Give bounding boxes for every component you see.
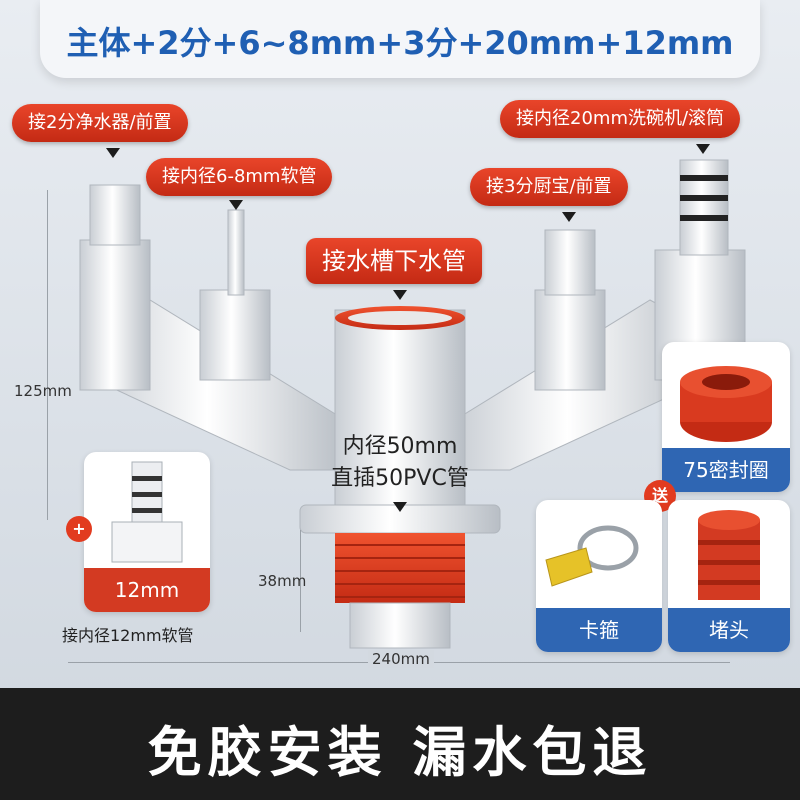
arrow-down-icon xyxy=(696,144,710,154)
accessory-12mm-card: 12mm xyxy=(84,452,210,612)
seal-ring-illustration xyxy=(680,366,772,442)
plug-illustration xyxy=(698,510,760,600)
callout-purifier: 接2分净水器/前置 xyxy=(12,104,188,142)
accessory-12mm-caption: 接内径12mm软管 xyxy=(62,626,194,645)
footer-slogan: 免胶安装 漏水包退 xyxy=(147,721,653,784)
hose-adapter-illustration xyxy=(111,461,183,563)
gift-plug-card: 堵头 xyxy=(668,500,790,652)
callout-sink: 接水槽下水管 xyxy=(306,238,482,284)
arrow-down-icon xyxy=(393,290,407,300)
dimension-outlet: 38mm xyxy=(258,572,307,590)
dimension-height: 125mm xyxy=(14,382,72,400)
dimension-width: 240mm xyxy=(368,650,434,668)
gift-seal-ring-label: 75密封圈 xyxy=(662,448,790,492)
gift-clamp-card: 卡箍 xyxy=(536,500,662,652)
footer-banner: 免胶安装 漏水包退 xyxy=(0,688,800,800)
plus-icon: + xyxy=(66,516,92,542)
gift-plug-label: 堵头 xyxy=(668,608,790,652)
arrow-down-icon xyxy=(229,200,243,210)
arrow-down-icon xyxy=(562,212,576,222)
dimension-line-height xyxy=(47,190,48,520)
arrow-down-icon xyxy=(393,502,407,512)
gift-clamp-label: 卡箍 xyxy=(536,608,662,652)
gift-seal-ring-card: 75密封圈 xyxy=(662,342,790,492)
header-banner: 主体+2分+6~8mm+3分+20mm+12mm xyxy=(40,0,760,78)
callout-dishwasher: 接内径20mm洗碗机/滚筒 xyxy=(500,100,741,138)
accessory-12mm-label: 12mm xyxy=(84,568,210,612)
clamp-illustration xyxy=(545,525,639,587)
center-label-diameter: 内径50mm xyxy=(342,434,458,459)
page-title: 主体+2分+6~8mm+3分+20mm+12mm xyxy=(66,24,734,62)
center-label-pvc: 直插50PVC管 xyxy=(331,466,469,491)
callout-kitchen: 接3分厨宝/前置 xyxy=(470,168,628,206)
callout-hose-6-8mm: 接内径6-8mm软管 xyxy=(146,158,333,196)
arrow-down-icon xyxy=(106,148,120,158)
dimension-line-outlet xyxy=(300,530,301,632)
